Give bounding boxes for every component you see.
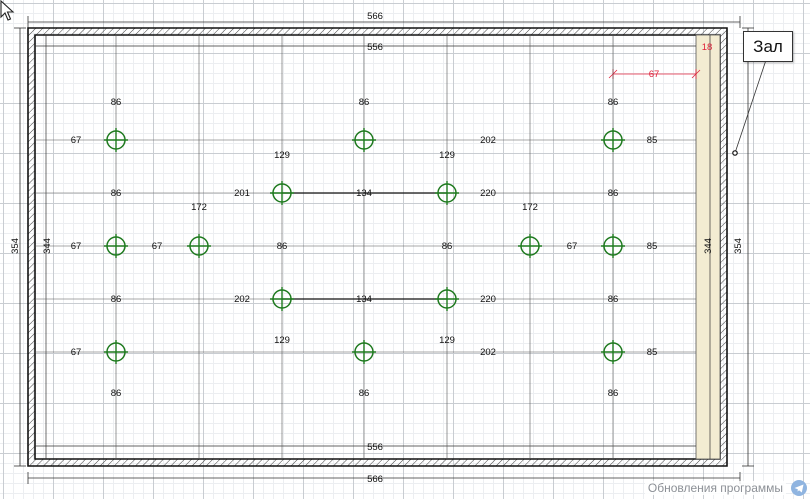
dimension-texts: 566 566 556 556 354 344 344 354 18 67 86… bbox=[10, 11, 744, 485]
dim-c1-mid-b: 86 bbox=[111, 294, 122, 305]
inner-dimensions bbox=[35, 35, 711, 459]
bold-dimension-segments bbox=[282, 192, 447, 300]
dim-c1-mid-a: 86 bbox=[111, 188, 122, 199]
dim-r3-right: 85 bbox=[647, 347, 658, 358]
inner-width-top: 556 bbox=[367, 42, 383, 53]
dim-c5-bot: 129 bbox=[439, 335, 455, 346]
dim-r1b-right: 220 bbox=[480, 188, 496, 199]
light-fixture[interactable] bbox=[270, 181, 294, 205]
dim-c5-top: 129 bbox=[439, 150, 455, 161]
dim-c3-mid: 86 bbox=[277, 241, 288, 252]
dim-c6-top: 172 bbox=[522, 202, 538, 213]
light-fixture[interactable] bbox=[601, 340, 625, 364]
dim-c3-top: 129 bbox=[274, 150, 290, 161]
inner-width-bottom: 556 bbox=[367, 442, 383, 453]
ceiling-strip[interactable] bbox=[695, 34, 721, 460]
light-fixture[interactable] bbox=[601, 234, 625, 258]
strip-offset-label: 67 bbox=[649, 69, 660, 80]
dim-r3b-right: 220 bbox=[480, 294, 496, 305]
light-fixture[interactable] bbox=[187, 234, 211, 258]
updates-link[interactable]: Обновления программы bbox=[644, 481, 786, 495]
room-label-leader bbox=[732, 59, 767, 156]
dim-r1b-left: 201 bbox=[234, 188, 250, 199]
light-fixture[interactable] bbox=[270, 287, 294, 311]
dim-c1-top: 86 bbox=[111, 97, 122, 108]
dim-r3b-left: 202 bbox=[234, 294, 250, 305]
dim-c7-mid-b: 86 bbox=[608, 294, 619, 305]
light-fixture[interactable] bbox=[601, 128, 625, 152]
light-fixture[interactable] bbox=[104, 340, 128, 364]
outer-height-right: 354 bbox=[733, 238, 744, 254]
light-fixture[interactable] bbox=[352, 128, 376, 152]
outer-width-bottom: 566 bbox=[367, 474, 383, 485]
light-fixture[interactable] bbox=[104, 128, 128, 152]
dim-c5-mid: 86 bbox=[442, 241, 453, 252]
outer-dimensions bbox=[14, 16, 754, 484]
light-fixture[interactable] bbox=[352, 340, 376, 364]
dim-c4-bot: 86 bbox=[359, 388, 370, 399]
light-fixture[interactable] bbox=[104, 234, 128, 258]
dim-c2-top: 172 bbox=[191, 202, 207, 213]
dim-r3-right-a: 202 bbox=[480, 347, 496, 358]
dim-r1-right: 85 bbox=[647, 135, 658, 146]
dim-c1-bot: 86 bbox=[111, 388, 122, 399]
lights-layer[interactable] bbox=[104, 128, 625, 364]
dim-c7-mid-a: 86 bbox=[608, 188, 619, 199]
dim-r3-left: 67 bbox=[71, 347, 82, 358]
light-fixture[interactable] bbox=[435, 181, 459, 205]
dim-r1-left: 67 bbox=[71, 135, 82, 146]
dim-r2-gap-b: 67 bbox=[567, 241, 578, 252]
dim-r1b-span: 134 bbox=[356, 188, 372, 199]
inner-height-right: 344 bbox=[703, 238, 714, 254]
inner-height-left: 344 bbox=[42, 238, 53, 254]
strip-width-label: 18 bbox=[702, 42, 713, 53]
dim-r1-right-a: 202 bbox=[480, 135, 496, 146]
dim-c7-top: 86 bbox=[608, 97, 619, 108]
outer-height-left: 354 bbox=[10, 238, 21, 254]
outer-width-top: 566 bbox=[367, 11, 383, 22]
dim-c3-bot: 129 bbox=[274, 335, 290, 346]
dim-r3b-span: 134 bbox=[356, 294, 372, 305]
light-fixture[interactable] bbox=[518, 234, 542, 258]
dim-c7-bot: 86 bbox=[608, 388, 619, 399]
room-name-label[interactable]: Зал bbox=[743, 31, 793, 62]
dim-c4-top: 86 bbox=[359, 97, 370, 108]
dim-r2-gap-a: 67 bbox=[152, 241, 163, 252]
dim-r2-right: 85 bbox=[647, 241, 658, 252]
telegram-icon[interactable] bbox=[791, 480, 807, 496]
dim-r2-left: 67 bbox=[71, 241, 82, 252]
light-fixture[interactable] bbox=[435, 287, 459, 311]
mouse-cursor-icon bbox=[0, 0, 15, 21]
paper-plane-icon bbox=[794, 484, 804, 492]
